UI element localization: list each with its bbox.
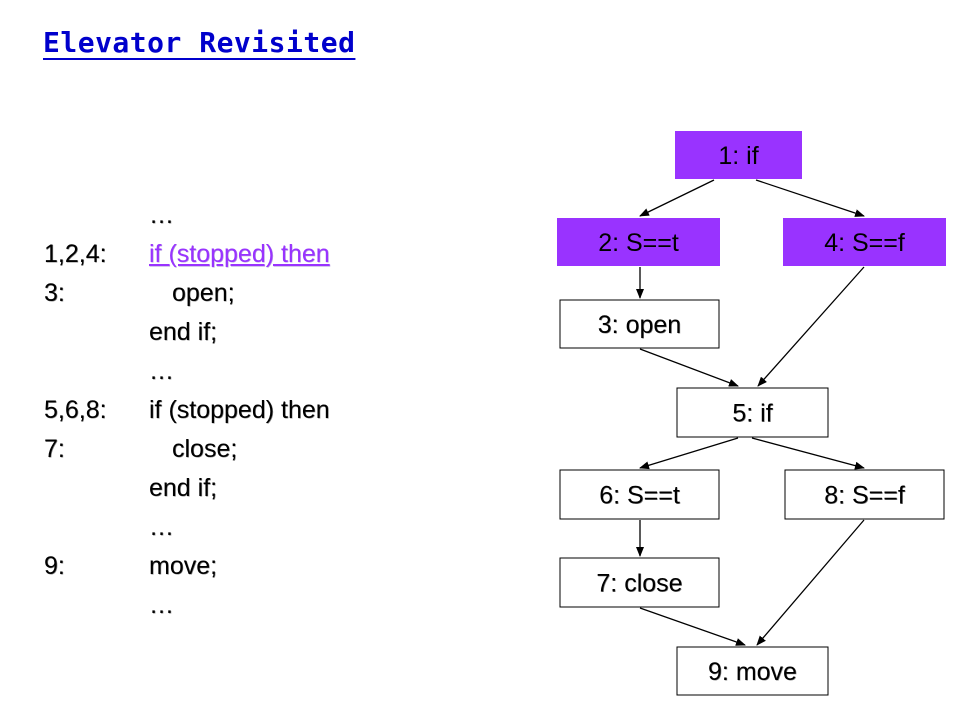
edge-arrow — [639, 607, 746, 646]
graph-node: 5: if — [676, 387, 829, 438]
graph-node-box — [557, 218, 720, 266]
code-line-text: if (stopped) then — [149, 396, 330, 424]
edge-arrow — [755, 179, 865, 217]
graph-node: 7: close — [559, 557, 720, 608]
graph-node-label: 8: S==f — [824, 482, 905, 510]
code-line-text: end if; — [149, 474, 218, 502]
graph-node-box — [675, 131, 802, 179]
code-line-text: … — [149, 201, 174, 229]
edge-arrow — [757, 266, 865, 387]
code-line-label: 3: — [44, 279, 65, 307]
code-line-label: 1,2,4: — [44, 240, 107, 268]
graph-node: 2: S==t — [557, 218, 720, 266]
graph-node: 8: S==f — [784, 469, 945, 520]
edge-arrow — [639, 437, 739, 470]
code-line-text: end if; — [149, 318, 218, 346]
edge-arrow — [751, 437, 865, 470]
graph-node: 6: S==t — [559, 469, 720, 520]
code-line-text: open; — [172, 279, 235, 307]
graph-node-box — [783, 218, 946, 266]
nodes-layer: 1: if 2: S==t 4: S==f 3: open 5: if 6: S==t 8:… — [557, 131, 946, 696]
edge-arrow — [639, 348, 739, 387]
graph-node-label: 2: S==t — [598, 229, 679, 257]
code-line-text: close; — [172, 435, 238, 463]
code-line-label: 5,6,8: — [44, 396, 107, 424]
code-line-text: … — [149, 591, 174, 619]
page-title: Elevator Revisited — [43, 26, 356, 59]
graph-node-label: 3: open — [598, 311, 681, 339]
graph-node: 9: move — [676, 646, 829, 696]
graph-node-box — [784, 469, 945, 520]
graph-node-box — [676, 646, 829, 696]
graph-node-label: 6: S==t — [599, 482, 680, 510]
graph-node-box — [676, 387, 829, 438]
graph-node-box — [559, 557, 720, 608]
graph-node: 1: if — [675, 131, 802, 179]
graph-node: 3: open — [559, 299, 720, 349]
code-line-text: … — [149, 357, 174, 385]
code-line-text: … — [149, 513, 174, 541]
edges-layer — [636, 179, 865, 646]
code-line-text-highlighted: if (stopped) then — [149, 240, 330, 268]
graph-node-label: 1: if — [718, 142, 758, 170]
graph-node-label: 5: if — [732, 400, 772, 428]
graph-node-box — [559, 469, 720, 520]
code-line-label: 9: — [44, 552, 65, 580]
edge-arrow — [639, 179, 715, 217]
graph-node-label: 4: S==f — [824, 229, 905, 257]
graph-node-label: 7: close — [596, 570, 682, 598]
graph-node: 4: S==f — [783, 218, 946, 266]
graph-node-label: 9: move — [708, 658, 797, 686]
edge-arrow — [756, 519, 865, 646]
graph-node-box — [559, 299, 720, 349]
code-line-label: 7: — [44, 435, 65, 463]
code-line-text: move; — [149, 552, 218, 580]
